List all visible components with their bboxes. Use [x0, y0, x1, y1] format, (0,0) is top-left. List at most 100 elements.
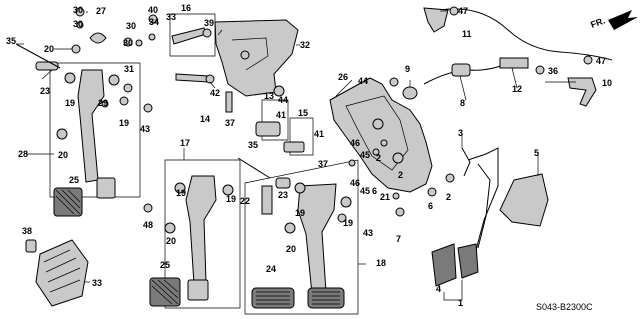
- callout-2c: 2: [446, 192, 451, 202]
- bushing-19e: [222, 184, 234, 196]
- switch-22: [261, 185, 273, 215]
- callout-41b: 41: [314, 129, 324, 139]
- callout-27: 27: [96, 6, 106, 16]
- brake-pedal-frame: [244, 159, 359, 315]
- bushing-19d: [174, 182, 186, 194]
- pedal-17-pad-rubber: [187, 279, 209, 301]
- callout-30b: 30: [126, 21, 136, 31]
- cable-upper: [439, 8, 613, 61]
- callout-30a: 30: [73, 5, 83, 15]
- fr-label: FR.: [589, 16, 606, 30]
- bushing-19c: [119, 96, 129, 106]
- callout-25a: 25: [69, 175, 79, 185]
- bushing-19g: [340, 196, 352, 208]
- throttle-pad-4: [431, 243, 457, 287]
- callout-16: 16: [181, 3, 191, 13]
- throttle-arm-inner: [477, 163, 491, 249]
- leader-lines: [17, 10, 576, 301]
- bolt-35: [15, 43, 61, 69]
- nut-6a: [427, 187, 437, 197]
- callout-2a: 2: [376, 153, 381, 163]
- bracket-32-hole: [240, 50, 250, 60]
- callout-2b: 2: [398, 170, 403, 180]
- brake-pad-texture: [256, 291, 290, 305]
- group-16-frame: [169, 13, 216, 57]
- nut-31: [123, 83, 133, 93]
- callout-6a: 6: [372, 186, 377, 196]
- throttle-bracket-5: [499, 173, 549, 227]
- callout-41a: 41: [276, 110, 286, 120]
- spring-27: [89, 32, 107, 44]
- bracket-32-detail: [231, 37, 269, 71]
- callout-28: 28: [18, 149, 28, 159]
- callout-33: 33: [92, 278, 102, 288]
- pedal-pad-rubber: [96, 177, 116, 199]
- callout-11: 11: [462, 29, 472, 39]
- callout-19f: 19: [343, 218, 353, 228]
- clip-34: [148, 33, 156, 41]
- bracket-26-hole-b: [392, 152, 404, 164]
- callout-19d: 19: [226, 194, 236, 204]
- stopper-20b: [164, 222, 176, 234]
- callouts: 30 27 30 34 40 30 30 35 20 31 23 19 29 1…: [6, 3, 612, 308]
- pedal-pad-texture: [55, 189, 81, 215]
- callout-6b: 6: [428, 201, 433, 211]
- callout-7: 7: [396, 234, 401, 244]
- nut-2b: [445, 173, 455, 183]
- switch-16: [171, 27, 207, 45]
- fr-arrow-icon: [608, 10, 638, 30]
- callout-30d: 30: [123, 38, 133, 48]
- callout-10: 10: [602, 78, 612, 88]
- callout-43b: 43: [363, 228, 373, 238]
- callout-24: 24: [266, 264, 276, 274]
- callout-8: 8: [460, 98, 465, 108]
- nut-44b: [389, 77, 399, 87]
- nut-30c: [123, 37, 133, 47]
- callout-40: 40: [148, 5, 158, 15]
- stopper-20a: [56, 128, 68, 140]
- callout-20c: 20: [166, 236, 176, 246]
- callout-32: 32: [300, 40, 310, 50]
- callout-46b: 46: [350, 178, 360, 188]
- callout-19c: 19: [176, 188, 186, 198]
- callout-20d: 20: [286, 244, 296, 254]
- brake-pedal-arm: [297, 183, 337, 295]
- callout-48: 48: [143, 220, 153, 230]
- callout-13: 13: [264, 91, 274, 101]
- callout-45a: 45: [360, 150, 370, 160]
- clip-38: [25, 239, 37, 253]
- collar-23: [35, 61, 59, 71]
- screw-37: [225, 91, 233, 113]
- bracket-32: [214, 19, 299, 97]
- clutch-pedal-frame: [49, 62, 141, 198]
- bolt-47a: [583, 55, 593, 65]
- callout-20b: 20: [58, 150, 68, 160]
- switch-15: [283, 141, 305, 153]
- callout-19b: 19: [119, 118, 129, 128]
- pedal-17-frame: [164, 159, 241, 309]
- callout-33-small: 33: [166, 12, 176, 22]
- callout-38: 38: [22, 226, 32, 236]
- bushing-19f: [294, 182, 306, 194]
- callout-5: 5: [534, 148, 539, 158]
- callout-44a: 44: [278, 95, 288, 105]
- clutch-pedal-arm: [77, 69, 105, 183]
- screw-37b: [348, 159, 356, 167]
- brake-pedal-pad-24: [251, 287, 295, 309]
- callout-21: 21: [380, 192, 390, 202]
- nut-43: [143, 103, 153, 113]
- callout-44b: 44: [358, 76, 368, 86]
- callout-9: 9: [405, 64, 410, 74]
- callout-17: 17: [180, 138, 190, 148]
- callout-31: 31: [124, 64, 134, 74]
- callout-42: 42: [210, 88, 220, 98]
- callout-30c: 30: [73, 19, 83, 29]
- collar-23b: [275, 177, 291, 189]
- callout-3: 3: [458, 128, 463, 138]
- callout-12: 12: [512, 84, 522, 94]
- callout-22: 22: [240, 196, 250, 206]
- front-direction-arrow: FR.: [589, 10, 638, 30]
- diagram-code: S043-B2300C: [536, 302, 593, 312]
- callout-34: 34: [149, 17, 159, 27]
- callout-29: 29: [98, 98, 108, 108]
